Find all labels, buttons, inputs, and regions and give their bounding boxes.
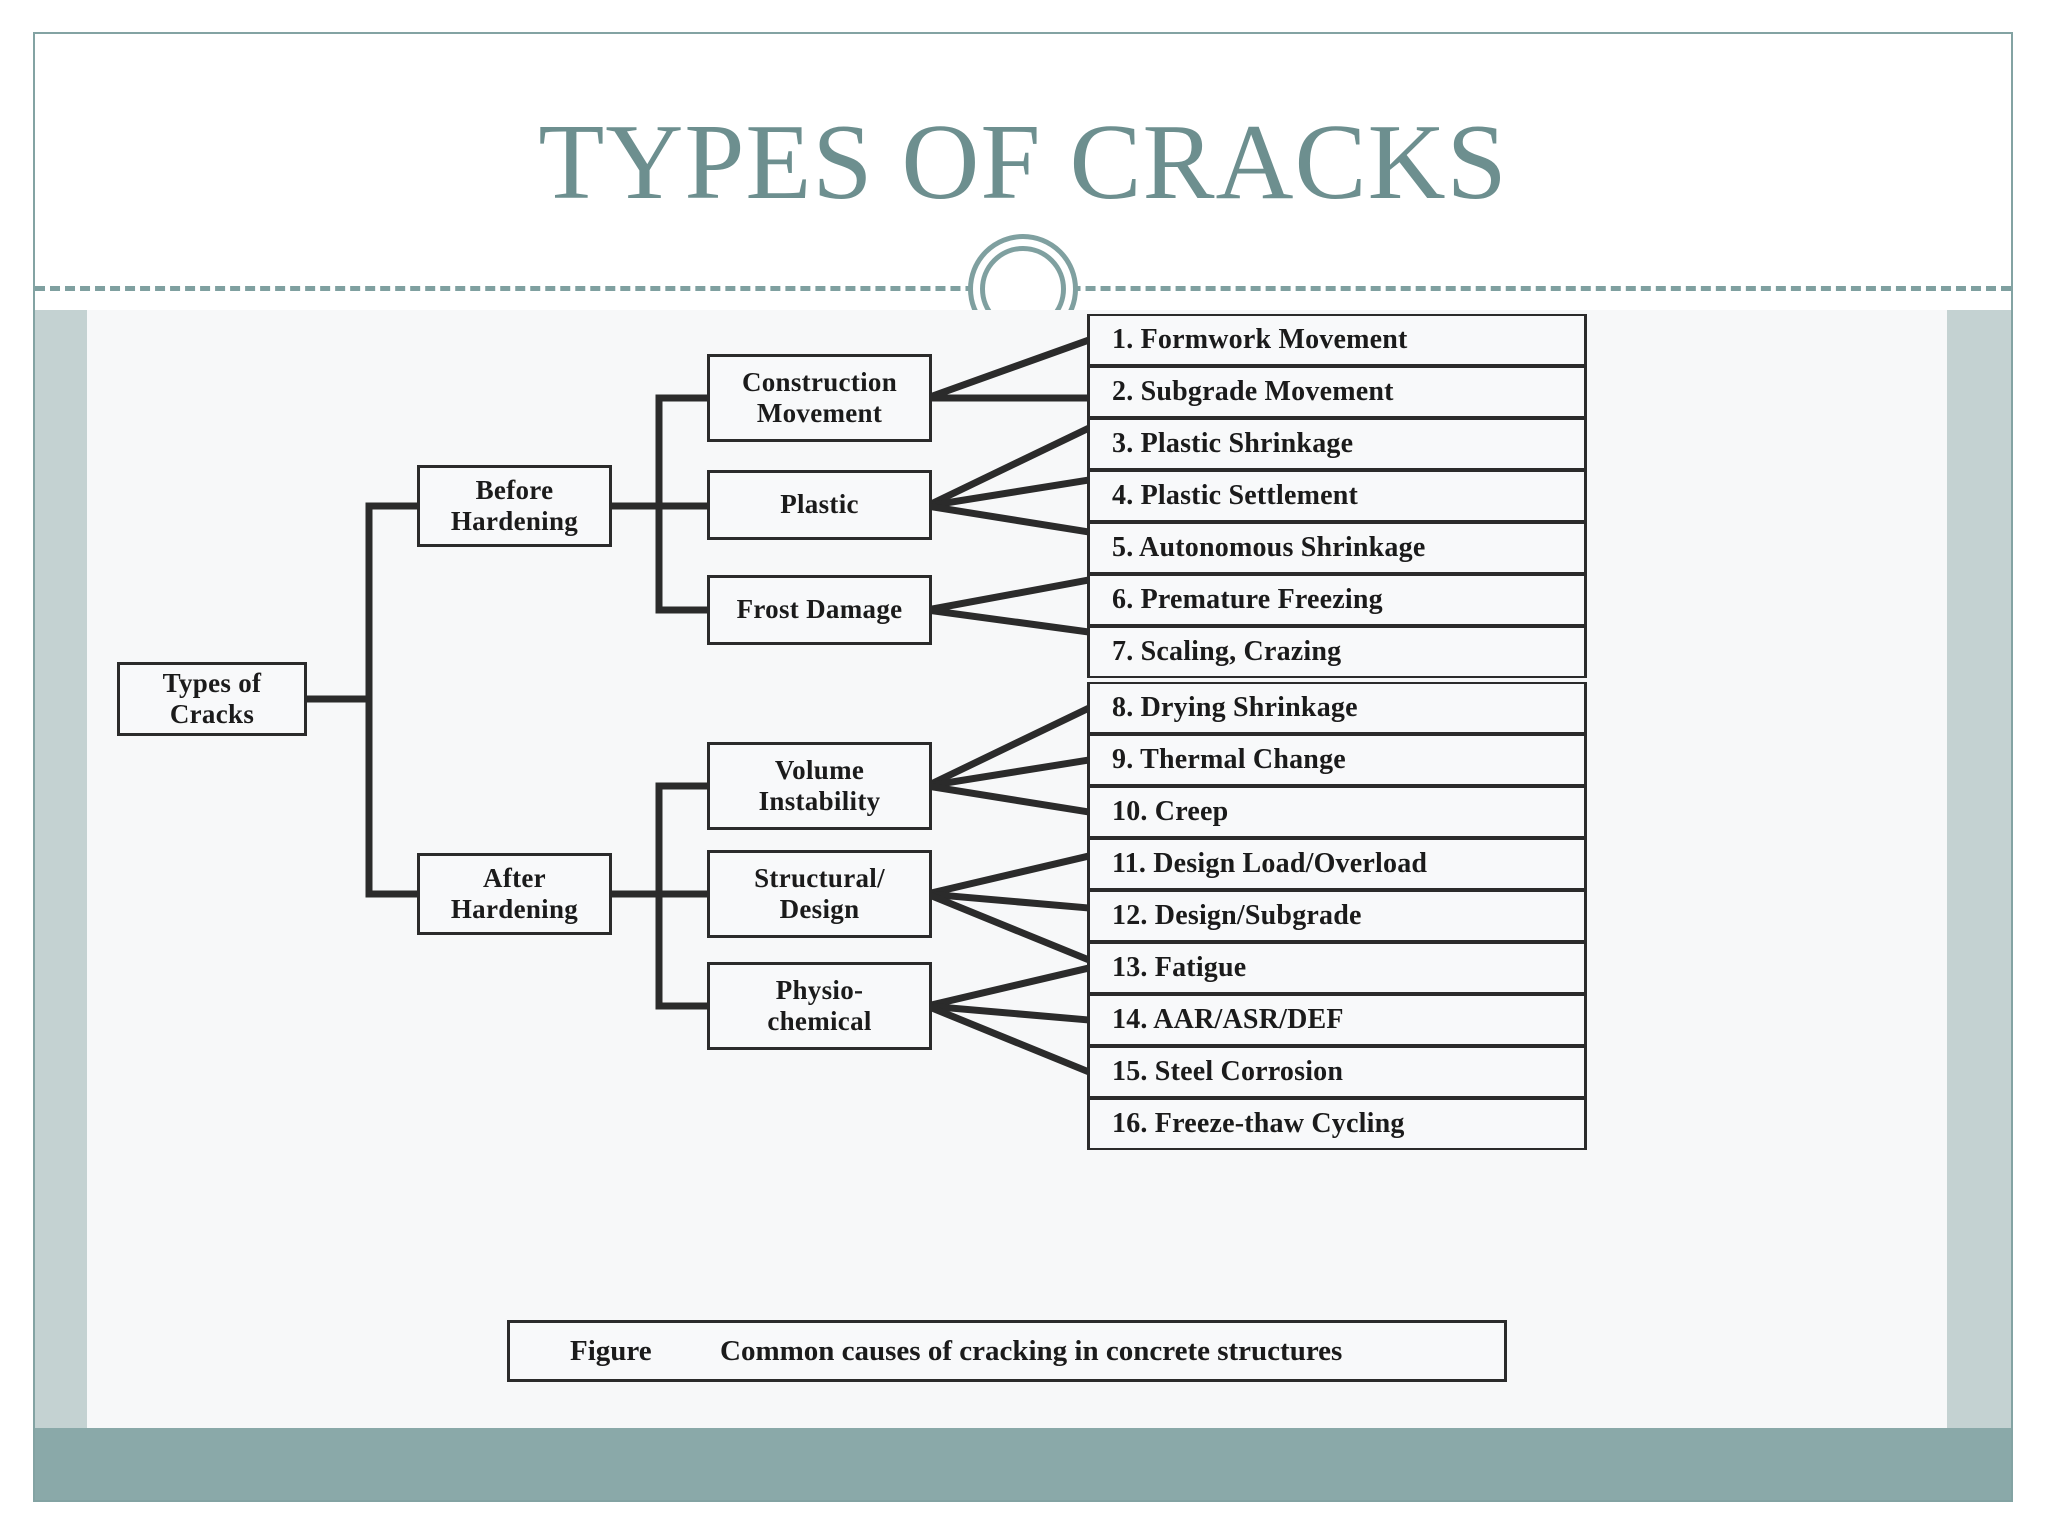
diagram-image: Types of Cracks Before Hardening After H… <box>87 310 1947 1428</box>
node-label: Types of Cracks <box>162 667 262 729</box>
cause-label: 6. Premature Freezing <box>1112 584 1383 615</box>
node-after-hardening[interactable]: After Hardening <box>417 853 612 935</box>
cause-item[interactable]: 1. Formwork Movement <box>1087 314 1587 366</box>
figure-caption: Figure Common causes of cracking in conc… <box>507 1320 1507 1382</box>
node-label: Structural/ Design <box>754 862 885 924</box>
cause-label: 12. Design/Subgrade <box>1112 900 1362 931</box>
cause-item[interactable]: 6. Premature Freezing <box>1087 574 1587 626</box>
cause-item[interactable]: 16. Freeze-thaw Cycling <box>1087 1098 1587 1150</box>
cause-label: 9. Thermal Change <box>1112 744 1346 775</box>
cause-list-bottom: 8. Drying Shrinkage 9. Thermal Change 10… <box>1087 682 1587 1150</box>
node-plastic[interactable]: Plastic <box>707 470 932 540</box>
decorative-band-left <box>35 310 88 1428</box>
node-frost-damage[interactable]: Frost Damage <box>707 575 932 645</box>
slide: TYPES OF CRACKS <box>33 32 2013 1502</box>
cause-label: 15. Steel Corrosion <box>1112 1056 1344 1087</box>
decorative-band-bottom <box>35 1428 2011 1500</box>
node-label: After Hardening <box>450 862 579 924</box>
node-types-of-cracks[interactable]: Types of Cracks <box>117 662 307 736</box>
cause-item[interactable]: 10. Creep <box>1087 786 1587 838</box>
node-label: Construction Movement <box>741 366 898 428</box>
cause-label: 2. Subgrade Movement <box>1112 376 1394 407</box>
node-label: Before Hardening <box>450 474 579 536</box>
page-title: TYPES OF CRACKS <box>538 103 1508 222</box>
cause-item[interactable]: 3. Plastic Shrinkage <box>1087 418 1587 470</box>
node-structural-design[interactable]: Structural/ Design <box>707 850 932 938</box>
cause-label: 3. Plastic Shrinkage <box>1112 428 1354 459</box>
cause-item[interactable]: 2. Subgrade Movement <box>1087 366 1587 418</box>
cause-item[interactable]: 14. AAR/ASR/DEF <box>1087 994 1587 1046</box>
figure-caption-label: Figure <box>570 1334 652 1367</box>
diagram-connectors <box>301 335 1094 1077</box>
cause-item[interactable]: 9. Thermal Change <box>1087 734 1587 786</box>
cause-item[interactable]: 13. Fatigue <box>1087 942 1587 994</box>
node-label: Plastic <box>780 489 859 520</box>
node-label: Physio- chemical <box>767 974 872 1036</box>
node-construction-movement[interactable]: Construction Movement <box>707 354 932 442</box>
cause-item[interactable]: 7. Scaling, Crazing <box>1087 626 1587 678</box>
cause-item[interactable]: 5. Autonomous Shrinkage <box>1087 522 1587 574</box>
cause-label: 5. Autonomous Shrinkage <box>1112 532 1426 563</box>
cause-label: 14. AAR/ASR/DEF <box>1112 1004 1344 1035</box>
diagram-canvas: Types of Cracks Before Hardening After H… <box>87 310 1947 1428</box>
cause-label: 13. Fatigue <box>1112 952 1247 983</box>
cause-label: 1. Formwork Movement <box>1112 324 1408 355</box>
cause-label: 4. Plastic Settlement <box>1112 480 1359 511</box>
cause-item[interactable]: 12. Design/Subgrade <box>1087 890 1587 942</box>
cause-list-top: 1. Formwork Movement 2. Subgrade Movemen… <box>1087 314 1587 678</box>
node-volume-instability[interactable]: Volume Instability <box>707 742 932 830</box>
cause-item[interactable]: 8. Drying Shrinkage <box>1087 682 1587 734</box>
node-before-hardening[interactable]: Before Hardening <box>417 465 612 547</box>
cause-label: 7. Scaling, Crazing <box>1112 636 1342 667</box>
cause-label: 10. Creep <box>1112 796 1229 827</box>
figure-caption-text: Common causes of cracking in concrete st… <box>720 1334 1343 1367</box>
cause-label: 16. Freeze-thaw Cycling <box>1112 1108 1405 1139</box>
cause-label: 8. Drying Shrinkage <box>1112 692 1358 723</box>
cause-item[interactable]: 11. Design Load/Overload <box>1087 838 1587 890</box>
decorative-band-right <box>1943 310 2011 1428</box>
node-physio-chemical[interactable]: Physio- chemical <box>707 962 932 1050</box>
cause-label: 11. Design Load/Overload <box>1112 848 1428 879</box>
node-label: Volume Instability <box>758 754 881 816</box>
cause-item[interactable]: 15. Steel Corrosion <box>1087 1046 1587 1098</box>
cause-item[interactable]: 4. Plastic Settlement <box>1087 470 1587 522</box>
node-label: Frost Damage <box>736 594 903 625</box>
